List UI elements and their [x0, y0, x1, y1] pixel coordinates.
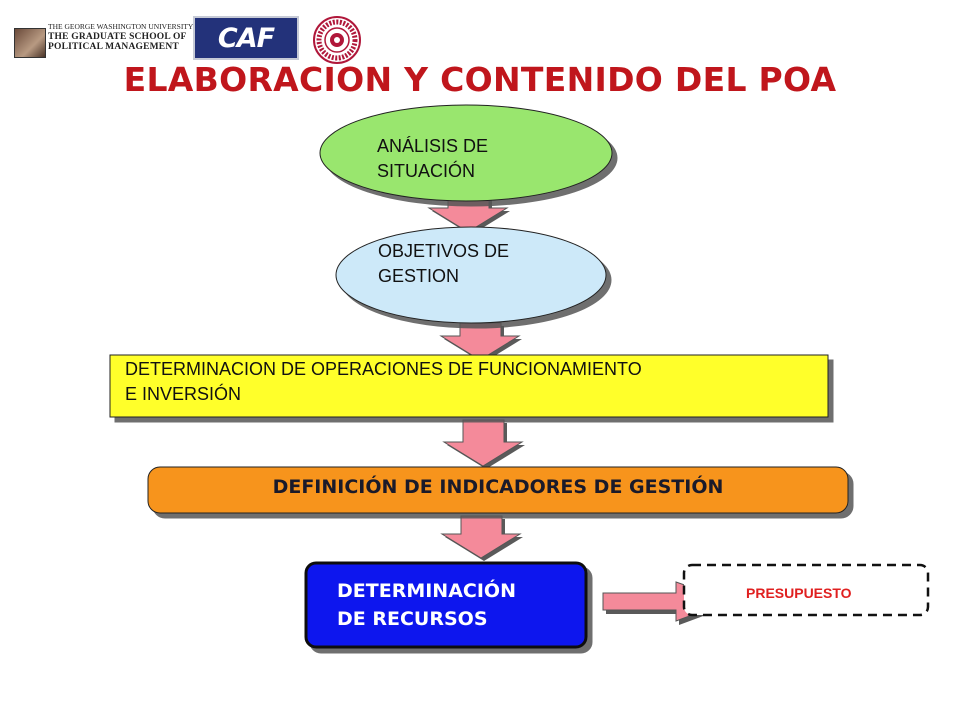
caf-logo-text: CAF [217, 22, 275, 54]
objectives-node [335, 226, 607, 324]
university-seal-icon [313, 16, 361, 64]
operations-node [109, 354, 829, 418]
budget-node [682, 563, 930, 617]
objectives-line1: OBJETIVOS DE [378, 241, 510, 261]
resources-line1: DETERMINACIÓN [337, 580, 516, 602]
indicators-label: DEFINICIÓN DE INDICADORES DE GESTIÓN [272, 476, 724, 498]
resources-node [304, 561, 588, 649]
gwu-logo-line1: THE GEORGE WASHINGTON UNIVERSITY [48, 22, 194, 31]
portrait-icon [14, 28, 46, 58]
operations-line1: DETERMINACION DE OPERACIONES DE FUNCIONA… [125, 359, 642, 379]
budget-label: PRESUPUESTO [746, 585, 852, 601]
arrow-down-4 [440, 515, 523, 561]
indicators-node [147, 466, 849, 514]
gwu-logo: THE GEORGE WASHINGTON UNIVERSITY THE GRA… [14, 20, 194, 60]
resources-line2: DE RECURSOS [337, 608, 488, 630]
arrow-down-3 [442, 419, 525, 469]
operations-line2: E INVERSIÓN [125, 384, 242, 404]
analysis-node [319, 104, 613, 202]
arrow-down-2 [439, 322, 522, 363]
gwu-logo-line2: THE GRADUATE SCHOOL OF [48, 32, 187, 42]
gwu-logo-line3: POLITICAL MANAGEMENT [48, 42, 179, 52]
page-title: ELABORACION Y CONTENIDO DEL POA [123, 60, 837, 99]
analysis-line2: SITUACIÓN [377, 161, 476, 181]
analysis-line1: ANÁLISIS DE [377, 136, 489, 156]
caf-logo: CAF [193, 16, 299, 60]
objectives-line2: GESTION [378, 266, 460, 286]
